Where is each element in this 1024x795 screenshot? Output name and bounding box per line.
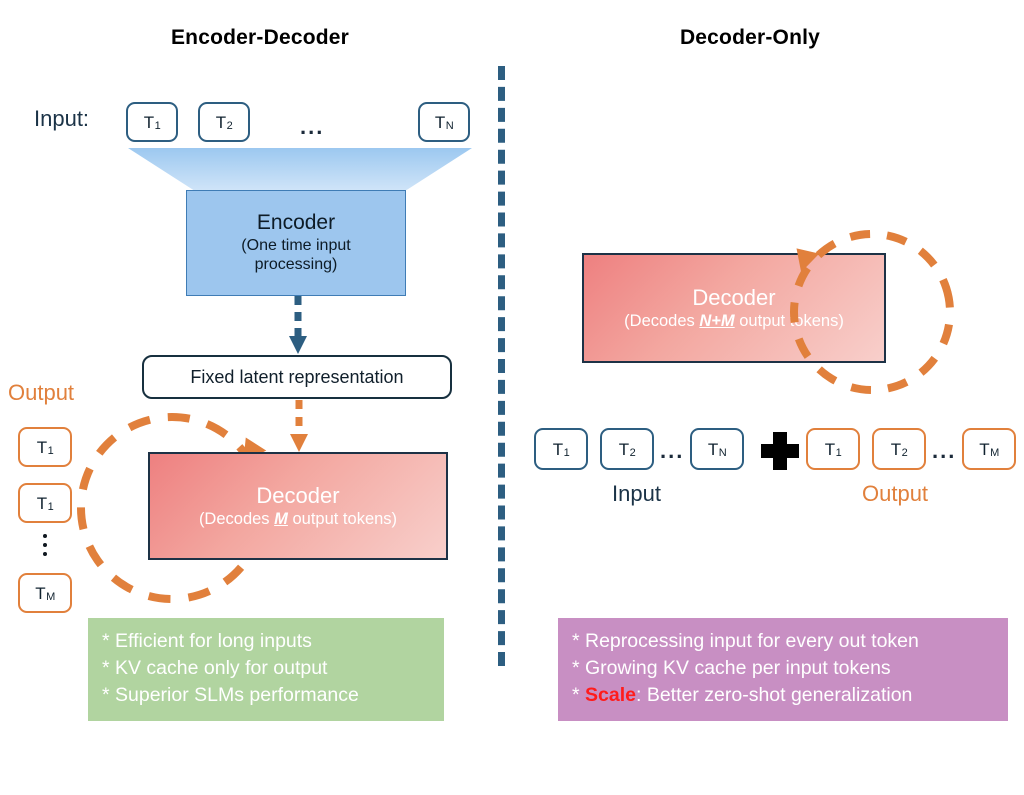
encoder-subtitle: (One time input processing) [241,237,350,275]
decoder-subtitle-right: (Decodes N+M output tokens) [624,312,844,331]
decoder-title-left: Decoder [256,483,340,508]
output-label-right: Output [862,481,929,506]
input-ellipsis-left: ... [300,114,325,139]
summary-right-line-3-rest: : Better zero-shot generalization [635,683,913,706]
summary-right-line-3-prefix: * [572,683,586,706]
token-base: T [552,439,564,459]
encoder-title: Encoder [256,211,336,235]
summary-right-line-1: * Reprocessing input for every out token [572,630,919,652]
scale-highlight: Scale [585,683,636,706]
decoder-sub-emphasis: M [274,510,288,528]
output-ellipsis-right: ... [932,438,957,463]
panel-title-encoder-decoder: Encoder-Decoder [170,26,350,49]
summary-box-right: * Reprocessing input for every out token… [558,618,1008,721]
decoder-title-right: Decoder [692,285,776,310]
summary-right-line-3: * Scale: Better zero-shot generalization [572,682,994,709]
encoder-to-latent-arrow [289,296,307,354]
decoder-sub-suffix: output tokens) [734,312,844,330]
token-base: T [143,112,155,132]
token-base: T [35,583,46,603]
summary-right-line-2: * Growing KV cache per input tokens [572,656,891,679]
decoder-box-right: Decoder (Decodes N+M output tokens) [582,253,886,363]
latent-to-decoder-arrow [290,400,308,452]
fixed-latent-representation-box: Fixed latent representation [142,355,452,399]
summary-left-line-1: * Efficient for long inputs [102,630,312,652]
input-label-left: Input: [34,106,90,131]
summary-box-left: * Efficient for long inputs * KV cache o… [88,618,444,721]
token-base: T [618,439,630,459]
panel-title-decoder-only: Decoder-Only [679,26,821,49]
token-base: T [434,112,446,132]
encoder-box: Encoder (One time input processing) [186,190,406,296]
plus-icon [761,432,799,470]
panel-divider [498,66,505,666]
decoder-sub-prefix: (Decodes [198,510,275,528]
decoder-subtitle-left: (Decodes M output tokens) [199,510,397,529]
encoder-funnel-shape [128,148,472,190]
decoder-sub-prefix: (Decodes [624,312,700,330]
input-label-right: Input [612,481,661,506]
token-base: T [979,439,990,459]
decoder-sub-emphasis: N+M [699,312,735,330]
output-vertical-ellipsis-left [43,534,47,556]
decoder-box-left: Decoder (Decodes M output tokens) [148,452,448,560]
decoder-sub-suffix: output tokens) [287,510,398,528]
token-base: T [890,439,902,459]
token-base: T [36,437,48,457]
token-base: T [36,493,48,513]
token-base: T [707,439,719,459]
input-ellipsis-right: ... [660,438,685,463]
token-base: T [824,439,836,459]
latent-label: Fixed latent representation [190,366,404,387]
summary-left-line-2: * KV cache only for output [102,656,328,679]
encoder-subtitle-line2: processing) [254,256,338,273]
summary-left-line-3: * Superior SLMs performance [102,683,359,706]
output-label-left: Output [8,380,75,405]
token-base: T [215,112,227,132]
encoder-subtitle-line1: (One time input [241,237,351,255]
